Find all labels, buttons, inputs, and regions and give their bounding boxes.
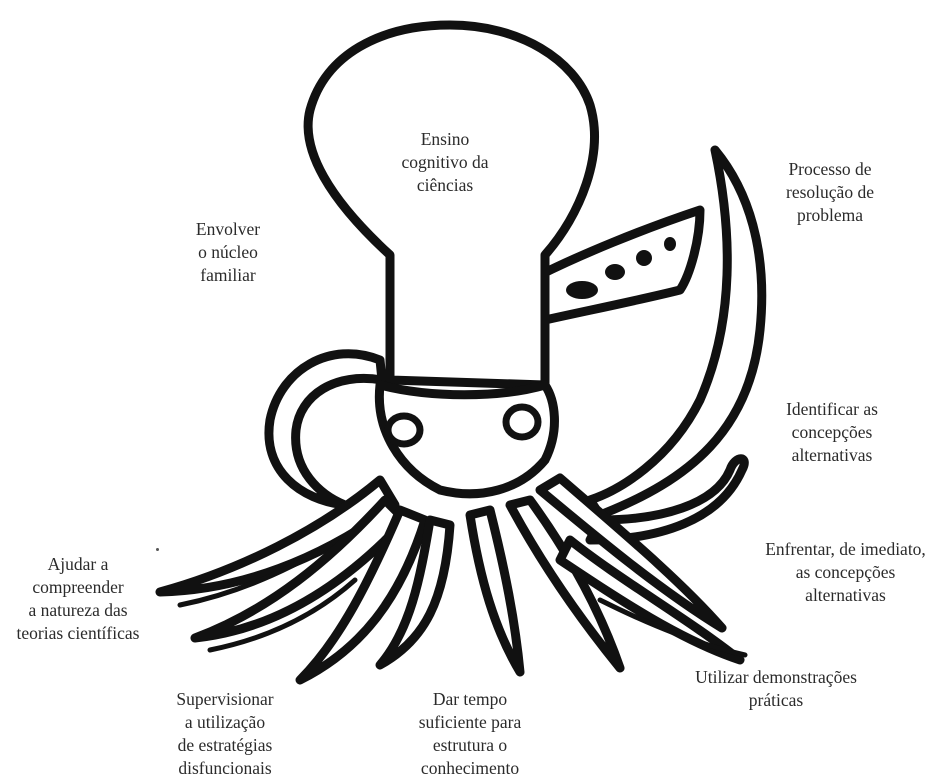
label-line: práticas (676, 689, 876, 712)
label-line: Utilizar demonstrações (676, 666, 876, 689)
label-line: Ajudar a (0, 553, 156, 576)
fin-spot-2 (605, 264, 625, 280)
label-line: alternativas (768, 444, 896, 467)
label-dar-tempo: Dar tempo suficiente para estrutura o co… (405, 688, 535, 780)
left-eye (388, 416, 420, 444)
label-line: as concepções (748, 561, 943, 584)
label-line: o núcleo (178, 241, 278, 264)
arm-5 (470, 510, 520, 672)
label-line: teorias científicas (0, 622, 156, 645)
label-line: conhecimento (405, 757, 535, 780)
label-supervisionar: Supervisionar a utilização de estratégia… (160, 688, 290, 780)
fin-spot-1 (566, 281, 598, 299)
label-identificar: Identificar as concepções alternativas (768, 398, 896, 467)
label-line: Supervisionar (160, 688, 290, 711)
label-line: concepções (768, 421, 896, 444)
label-line: a natureza das (0, 599, 156, 622)
label-line: a utilização (160, 711, 290, 734)
label-line: Envolver (178, 218, 278, 241)
label-line: problema (770, 204, 890, 227)
fin-spot-3 (636, 250, 652, 266)
fin-spot-4 (664, 237, 676, 251)
left-loop-arm (269, 354, 382, 505)
label-line: familiar (178, 264, 278, 287)
label-line: compreender (0, 576, 156, 599)
label-line: suficiente para (405, 711, 535, 734)
label-line: disfuncionais (160, 757, 290, 780)
label-ajudar: Ajudar a compreender a natureza das teor… (0, 553, 156, 645)
label-envolver: Envolver o núcleo familiar (178, 218, 278, 287)
label-utilizar: Utilizar demonstrações práticas (676, 666, 876, 712)
center-label: Ensino cognitivo da ciências (385, 128, 505, 197)
label-processo: Processo de resolução de problema (770, 158, 890, 227)
mantle (308, 25, 594, 385)
center-label-line-3: ciências (385, 174, 505, 197)
stray-dot (156, 548, 159, 551)
label-line: Processo de (770, 158, 890, 181)
label-line: estrutura o (405, 734, 535, 757)
label-line: Dar tempo (405, 688, 535, 711)
label-line: de estratégias (160, 734, 290, 757)
center-label-line-2: cognitivo da (385, 151, 505, 174)
right-eye (506, 407, 538, 437)
label-enfrentar: Enfrentar, de imediato, as concepções al… (748, 538, 943, 607)
label-line: Identificar as (768, 398, 896, 421)
center-label-line-1: Ensino (385, 128, 505, 151)
label-line: Enfrentar, de imediato, (748, 538, 943, 561)
label-line: alternativas (748, 584, 943, 607)
label-line: resolução de (770, 181, 890, 204)
